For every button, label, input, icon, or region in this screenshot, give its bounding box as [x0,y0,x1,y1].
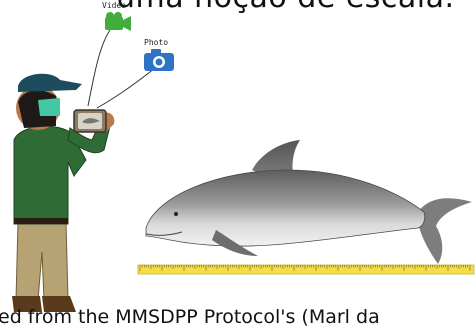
photo-label: Photo [144,38,168,47]
dolphin-illustration [146,140,472,264]
photo-camera-icon [144,49,174,71]
person-figure [12,74,114,312]
video-label: Video [102,1,126,10]
video-camera-icon [105,12,131,31]
caption-bottom: ed from the MMSDPP Protocol's (Marl da [0,306,380,328]
measuring-tape [138,265,474,274]
